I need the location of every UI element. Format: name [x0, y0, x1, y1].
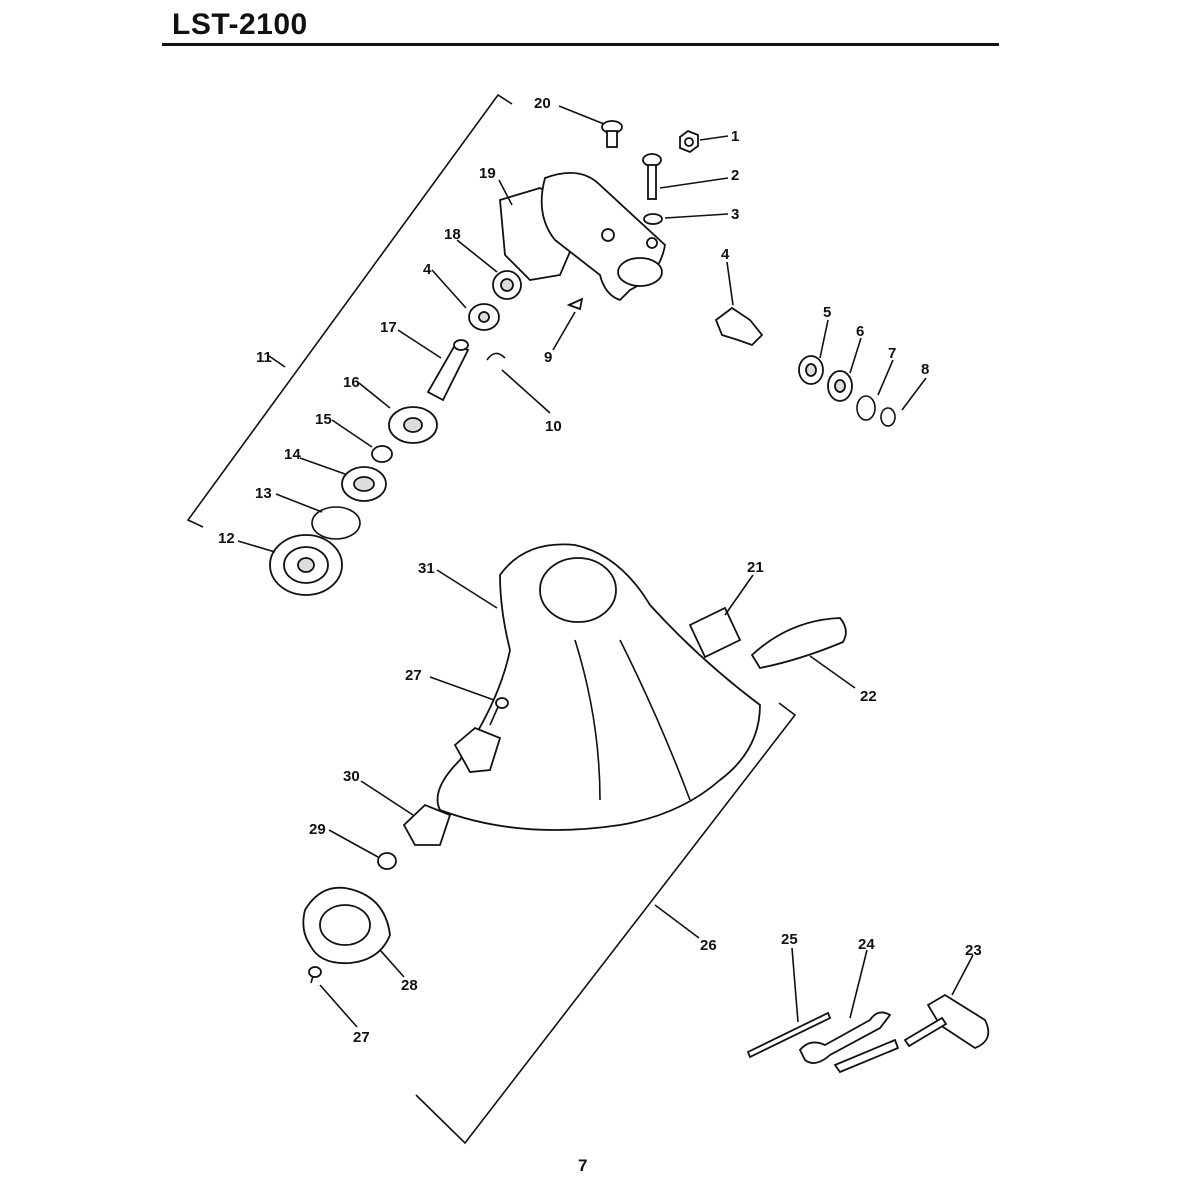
callout-22: 22 [860, 688, 877, 705]
callout-25: 25 [781, 931, 798, 948]
callout-28: 28 [401, 977, 418, 994]
part-10-circlip [486, 352, 506, 361]
callout-21: 21 [747, 559, 764, 576]
callout-4-lower: 4 [423, 261, 432, 278]
part-13-snap-ring [311, 506, 361, 540]
part-4-pinion-shaft [714, 306, 764, 347]
callout-31: 31 [418, 560, 435, 577]
part-24-wrench [798, 1011, 900, 1074]
part-3-washer [643, 213, 663, 225]
callout-15: 15 [315, 411, 332, 428]
part-12-bearing-cover [269, 534, 343, 596]
part-17-spindle-shaft [426, 339, 470, 402]
callout-9: 9 [544, 349, 552, 366]
page-title: LST-2100 [172, 8, 308, 41]
part-15-spacer [371, 445, 393, 463]
part-16-bearing [388, 406, 438, 444]
part-14-bearing [341, 466, 387, 502]
part-2-long-bolt [642, 153, 662, 200]
callout-29: 29 [309, 821, 326, 838]
callout-6: 6 [856, 323, 864, 340]
bracket-guard-assembly [415, 702, 797, 1145]
part-25-rod [746, 1011, 832, 1059]
part-4-bevel-gear [468, 303, 500, 331]
callout-17: 17 [380, 319, 397, 336]
callout-26: 26 [700, 937, 717, 954]
title-rule [162, 43, 999, 46]
callout-20: 20 [534, 95, 551, 112]
part-27-screw [489, 697, 509, 726]
part-30-cutter-blade [402, 726, 502, 846]
callout-2: 2 [731, 167, 739, 184]
part-23-socket-wrench [903, 993, 990, 1050]
part-1-nut [679, 129, 699, 154]
callout-7: 7 [888, 345, 896, 362]
callout-12: 12 [218, 530, 235, 547]
callout-11: 11 [256, 349, 272, 366]
leader-lines [237, 105, 974, 1028]
callout-27-upper: 27 [405, 667, 422, 684]
part-5-bearing [798, 355, 824, 385]
callout-19: 19 [479, 165, 496, 182]
callout-16: 16 [343, 374, 360, 391]
callout-27-lower: 27 [353, 1029, 370, 1046]
callout-5: 5 [823, 304, 831, 321]
part-22-label [750, 617, 847, 670]
callout-24: 24 [858, 936, 875, 953]
callout-1: 1 [731, 128, 739, 145]
part-19-gear-housing [499, 171, 666, 302]
callout-30: 30 [343, 768, 360, 785]
part-9-key [566, 297, 584, 311]
callout-4-upper: 4 [721, 246, 730, 263]
callout-3: 3 [731, 206, 739, 223]
callout-18: 18 [444, 226, 461, 243]
part-28-guard-plate [302, 886, 391, 965]
part-6-bearing [827, 370, 853, 402]
callout-10: 10 [545, 418, 562, 435]
part-7-snap-ring [856, 395, 876, 421]
part-21-label [688, 606, 742, 659]
part-8-snap-ring [880, 407, 896, 427]
callout-8: 8 [921, 361, 929, 378]
part-27-screw-lower [308, 966, 322, 984]
part-31-guard [436, 543, 761, 831]
part-20-bolt [601, 120, 623, 148]
callout-23: 23 [965, 942, 982, 959]
part-29-nut [377, 852, 397, 870]
page-number: 7 [578, 1156, 588, 1175]
callout-14: 14 [284, 446, 301, 463]
part-18-bearing [492, 270, 522, 300]
bracket-gear-head-assembly [186, 93, 513, 528]
callout-13: 13 [255, 485, 272, 502]
